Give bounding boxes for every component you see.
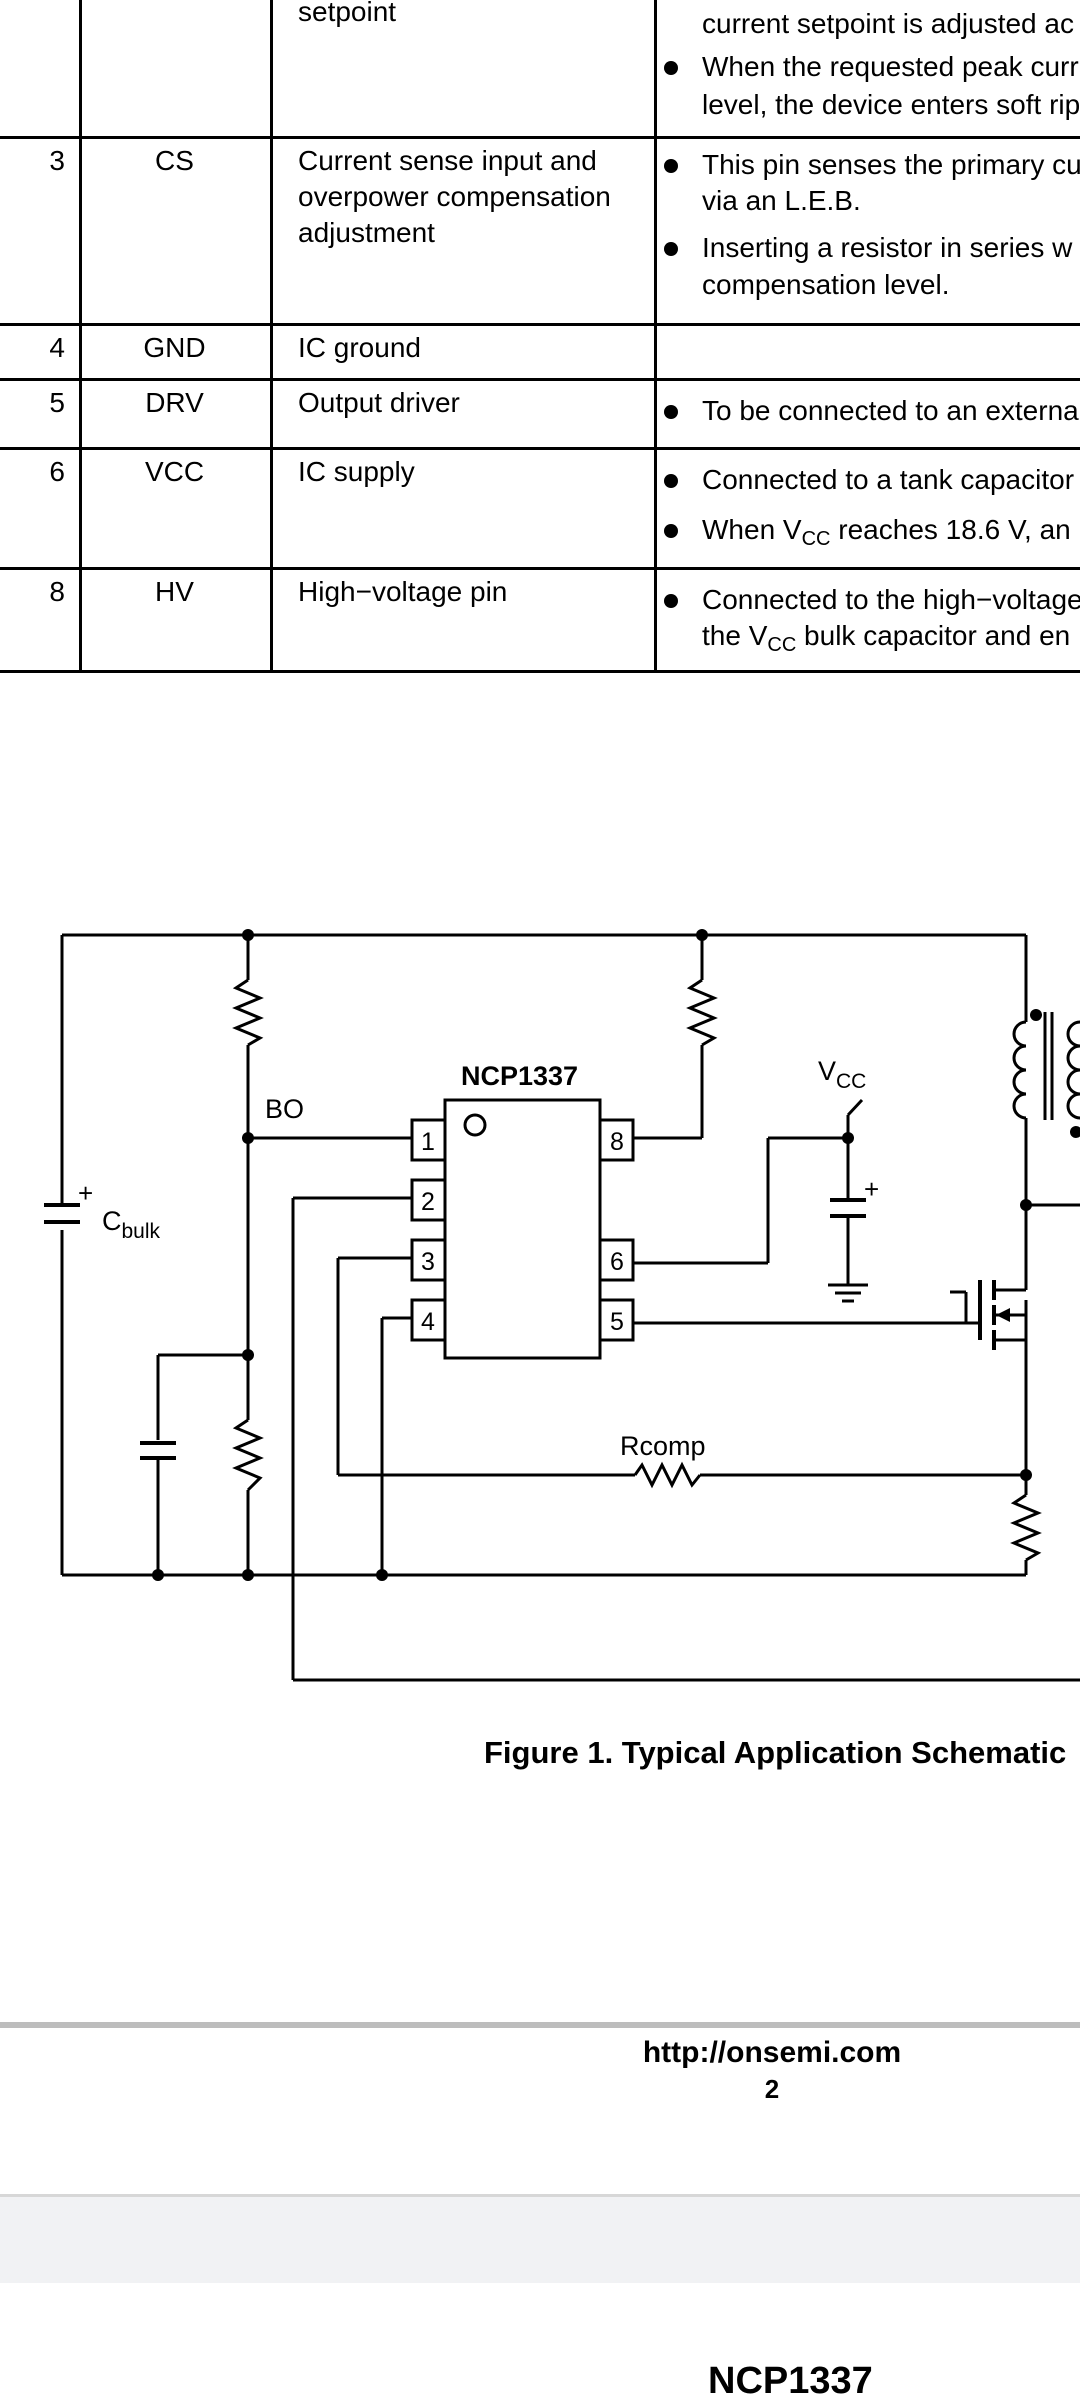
pin-name: VCC — [144, 456, 205, 487]
pin-function: Current sense input and overpower compen… — [298, 145, 611, 248]
vcc-label-sub: CC — [836, 1070, 866, 1093]
table-row: 3 CS Current sense input and overpower c… — [0, 139, 1080, 326]
application-schematic: NCP1337 1 2 3 4 5 6 8 BO VCC + + Cbulk R… — [44, 929, 1080, 1682]
next-page-header: NCP1337 — [708, 2360, 873, 2402]
pin-number: 8 — [49, 576, 65, 607]
plus-sign: + — [864, 1174, 879, 1204]
bullet-icon — [664, 61, 678, 75]
bo-label: BO — [265, 1094, 304, 1124]
pin-name: DRV — [145, 387, 204, 418]
page-gap — [0, 2194, 1080, 2283]
cbulk-label-sub: bulk — [122, 1220, 161, 1243]
pin-number: 6 — [49, 456, 65, 487]
table-row: 8 HV High−voltage pin Connected to the h… — [0, 570, 1080, 673]
table-row: 5 DRV Output driver To be connected to a… — [0, 381, 1080, 450]
subscript: CC — [801, 528, 831, 550]
pin-function: IC supply — [298, 456, 415, 487]
plus-sign: + — [78, 1178, 93, 1208]
bullet-text: This pin senses the primary cu — [702, 149, 1080, 180]
table-row: 6 VCC IC supply Connected to a tank capa… — [0, 450, 1080, 570]
pin-label: 8 — [610, 1128, 624, 1156]
bullet-icon — [664, 405, 678, 419]
bullet-text: current setpoint is adjusted ac — [702, 8, 1074, 39]
bullet-icon — [664, 242, 678, 256]
bullet-text: level, the device enters soft rip — [702, 89, 1080, 120]
cbulk-label-main: C — [102, 1206, 122, 1236]
pin-label: 3 — [421, 1248, 435, 1276]
pin-label: 4 — [421, 1308, 435, 1336]
pin-function: setpoint — [298, 0, 397, 27]
bullet-text: the V — [702, 620, 768, 651]
bullet-text: Connected to a tank capacitor — [702, 464, 1075, 495]
figure-caption: Figure 1. Typical Application Schematic — [484, 1735, 1067, 1770]
pin-function: High−voltage pin — [298, 576, 508, 607]
bullet-text: via an L.E.B. — [702, 185, 861, 216]
pin-label: 5 — [610, 1308, 624, 1336]
bullet-text: When V — [702, 514, 802, 545]
bullet-text: Inserting a resistor in series w — [702, 232, 1073, 263]
bullet-icon — [664, 524, 678, 538]
table-row: 4 GND IC ground — [0, 326, 1080, 381]
bullet-icon — [664, 474, 678, 488]
vcc-label-main: V — [818, 1056, 836, 1086]
pin-number: 4 — [49, 332, 65, 363]
table-row: setpoint current setpoint is adjusted ac… — [0, 0, 1080, 139]
bullet-text: When the requested peak curr — [702, 51, 1079, 82]
pin-label: 2 — [421, 1188, 435, 1216]
ic-label: NCP1337 — [461, 1061, 578, 1091]
page-number: 2 — [764, 2074, 780, 2104]
pin-label: 1 — [421, 1128, 435, 1156]
vcc-label: VCC — [818, 1056, 866, 1093]
pin-number: 5 — [49, 387, 65, 418]
subscript: CC — [767, 634, 797, 656]
pin-number: 3 — [49, 145, 65, 176]
footer-url[interactable]: http://onsemi.com — [642, 2036, 902, 2069]
document-page: setpoint current setpoint is adjusted ac… — [0, 0, 1080, 2104]
footer-divider — [0, 2022, 1080, 2028]
pin-function: IC ground — [298, 332, 421, 363]
pin-name: HV — [155, 576, 194, 607]
pin-name: GND — [143, 332, 206, 363]
bullet-text: compensation level. — [702, 269, 950, 300]
pin-label: 6 — [610, 1248, 624, 1276]
bullet-icon — [664, 159, 678, 173]
bullet-text: reaches 18.6 V, an — [830, 514, 1071, 545]
bullet-text: To be connected to an externa — [702, 395, 1079, 426]
bullet-text: bulk capacitor and en — [796, 620, 1071, 651]
pin-function: Output driver — [298, 387, 460, 418]
pin-name: CS — [155, 145, 194, 176]
rcomp-label: Rcomp — [620, 1431, 706, 1461]
cbulk-label: Cbulk — [102, 1206, 161, 1243]
bullet-icon — [664, 594, 678, 608]
bullet-text: Connected to the high−voltage — [702, 584, 1080, 615]
